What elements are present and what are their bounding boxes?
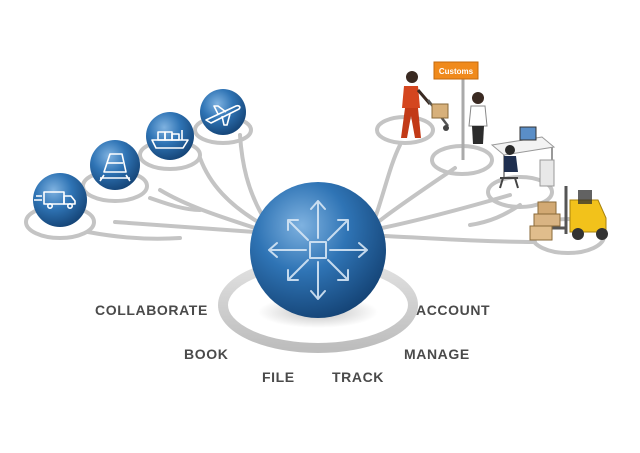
train-node[interactable] (90, 140, 140, 190)
account-label: ACCOUNT (416, 302, 491, 318)
truck-icon (34, 191, 76, 210)
customs-sign: Customs (433, 61, 479, 160)
book-label: BOOK (184, 346, 229, 362)
airplane-node[interactable] (200, 89, 246, 135)
forklift-icon (529, 186, 608, 241)
cargo-ship-node[interactable] (146, 112, 194, 160)
connectors-left (86, 133, 264, 241)
workers-handtruck-icon (401, 71, 488, 144)
arrows-expand-icon (268, 200, 368, 300)
collaborate-label: COLLABORATE (95, 302, 208, 318)
manage-label: MANAGE (404, 346, 470, 362)
truck-node[interactable] (33, 173, 87, 227)
track-label: TRACK (332, 369, 384, 385)
customs-sign-text: Customs (439, 67, 474, 76)
file-label: FILE (262, 369, 295, 385)
airplane-icon (205, 104, 241, 126)
right-node-bases (375, 115, 606, 255)
train-icon (99, 153, 131, 182)
center-hub[interactable] (250, 182, 386, 318)
office-desk-icon (490, 126, 556, 189)
cargo-ship-icon (151, 130, 189, 149)
